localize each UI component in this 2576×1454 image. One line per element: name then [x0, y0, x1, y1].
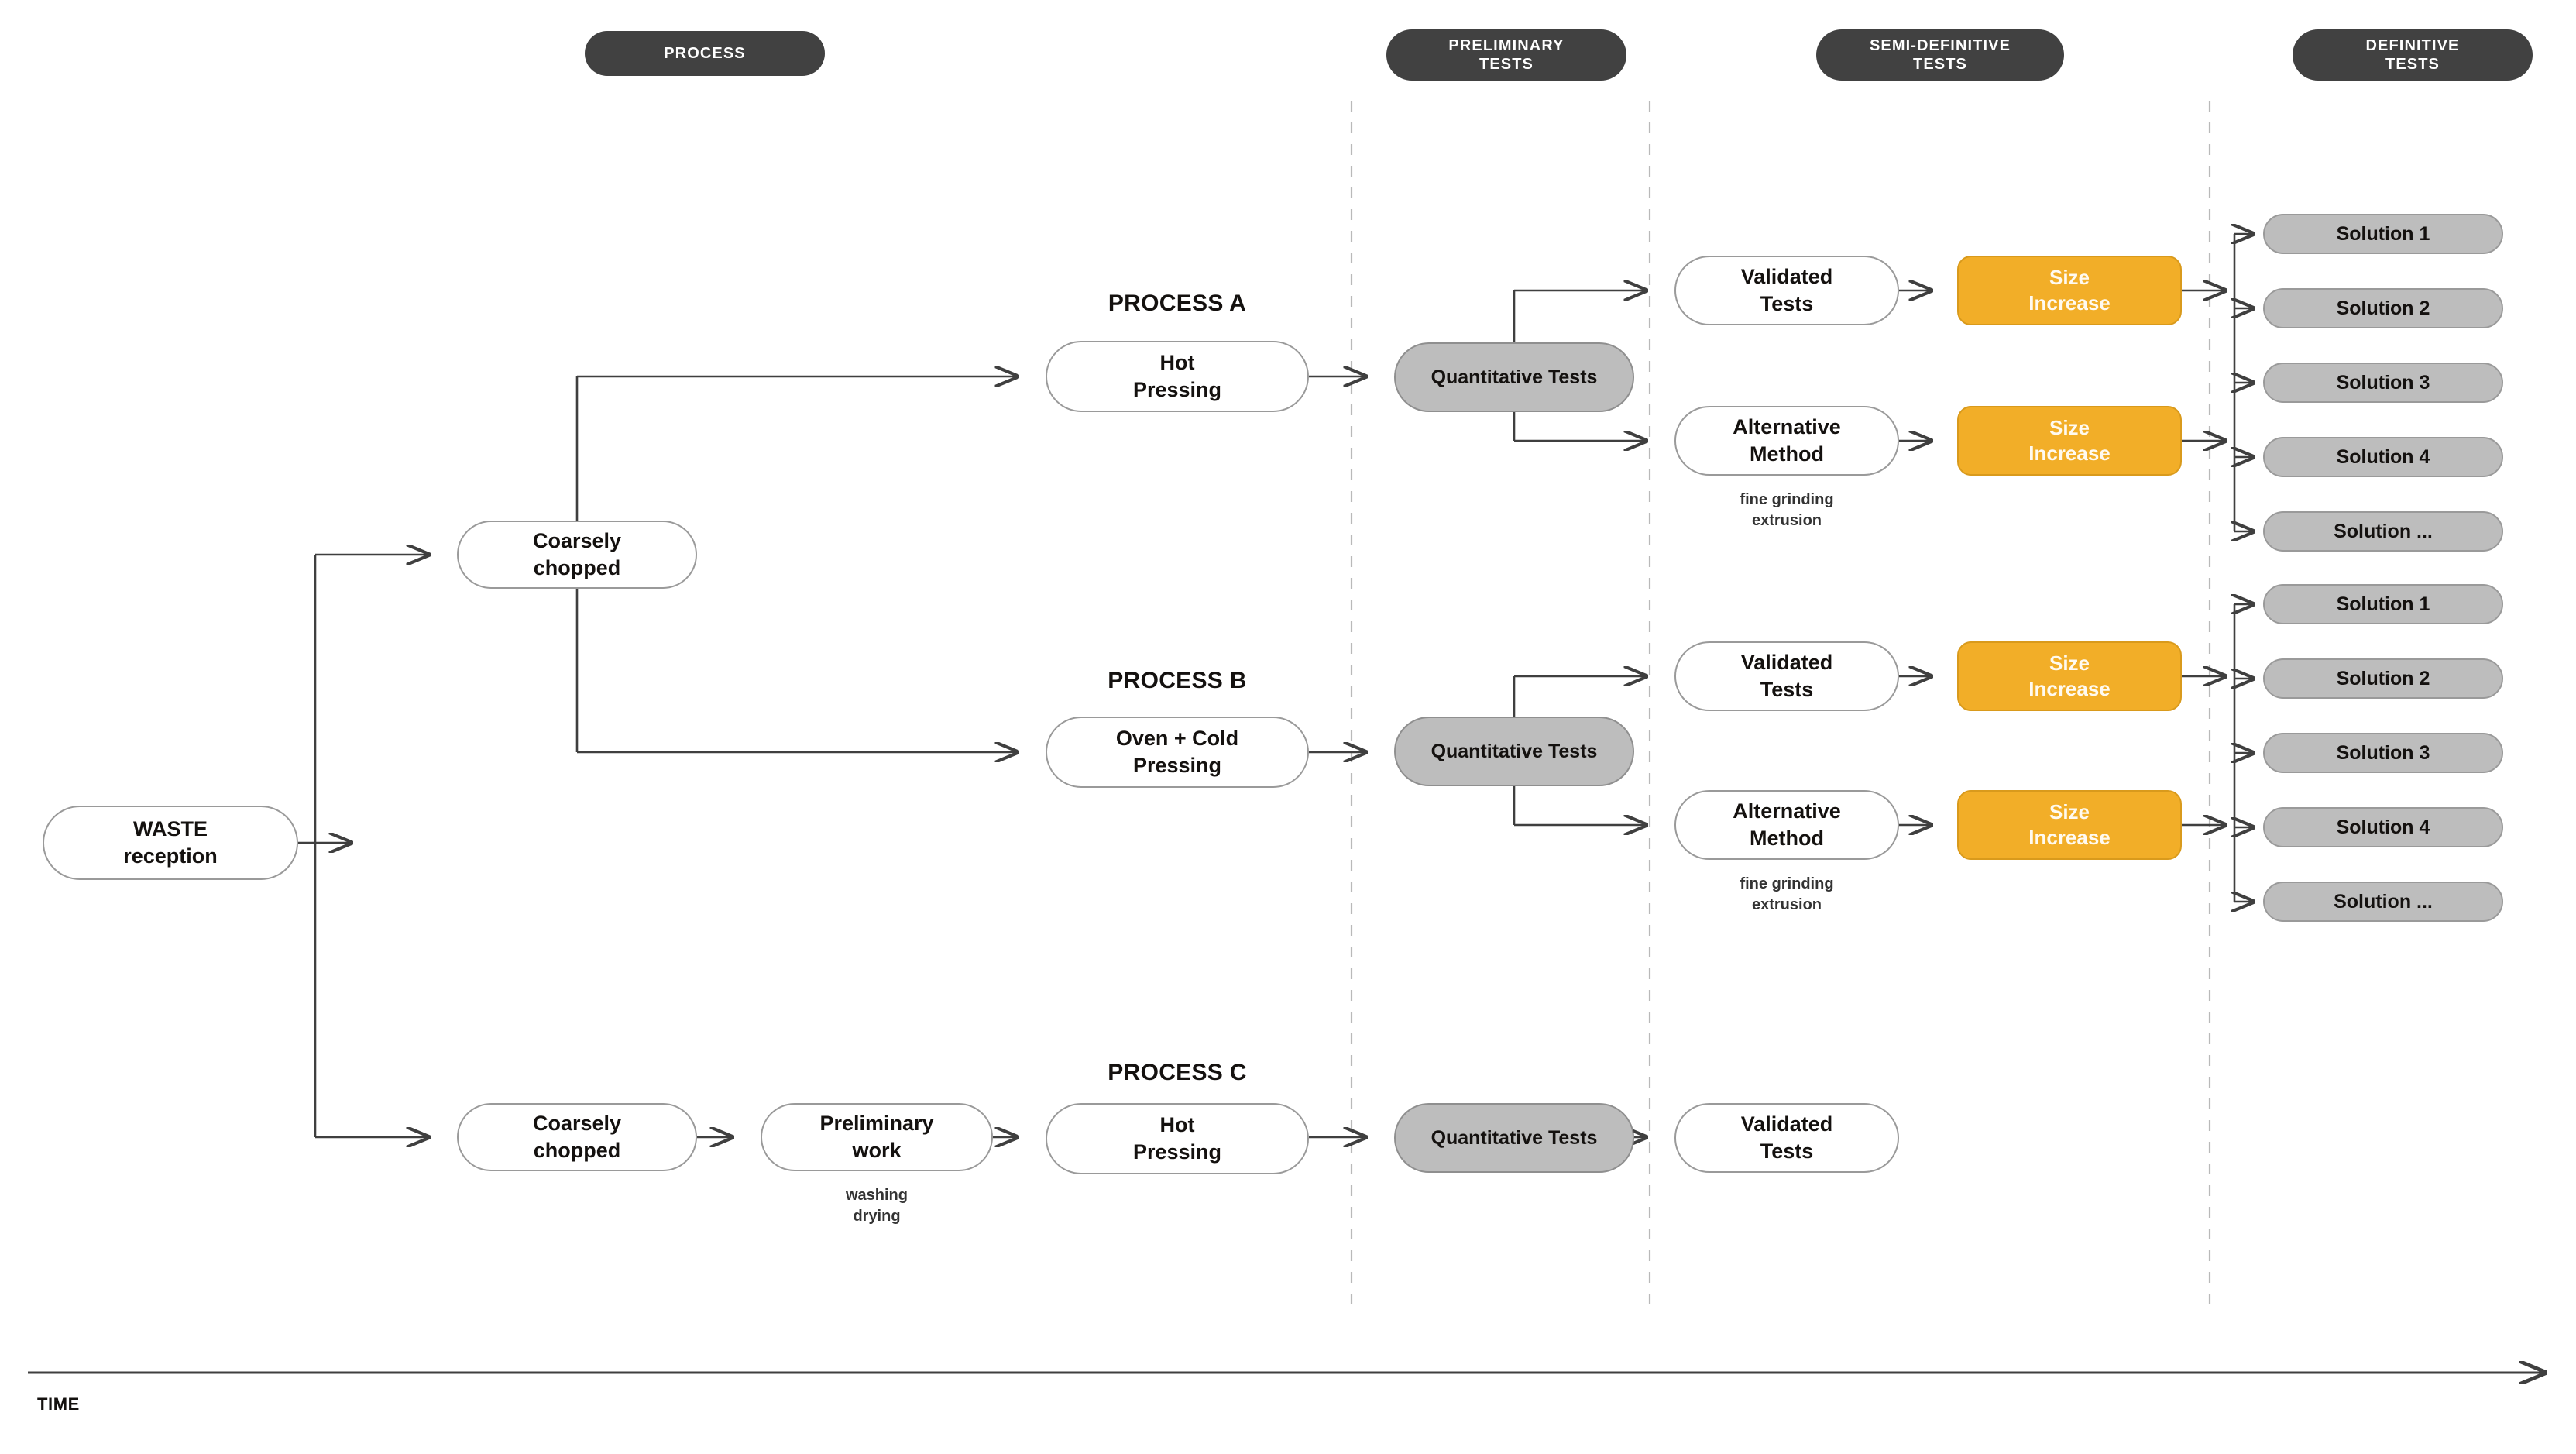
phase-header-process-label: PROCESS [664, 44, 746, 62]
process-c-title: PROCESS C [1022, 1060, 1332, 1086]
node-solution-b-1[interactable]: Solution 1 [2263, 584, 2503, 624]
node-quantitative-tests-a-label: Quantitative Tests [1431, 366, 1598, 388]
process-a-title-label: PROCESS A [1108, 290, 1247, 316]
node-solution-b-3[interactable]: Solution 3 [2263, 733, 2503, 773]
node-solution-a-4[interactable]: Solution 4 [2263, 437, 2503, 477]
node-solution-a-4-label: Solution 4 [2336, 446, 2430, 468]
node-quantitative-tests-c[interactable]: Quantitative Tests [1394, 1103, 1634, 1173]
node-quantitative-tests-b-label: Quantitative Tests [1431, 741, 1598, 762]
process-c-title-label: PROCESS C [1108, 1060, 1247, 1085]
node-solution-a-3-label: Solution 3 [2336, 372, 2430, 394]
node-solution-a-5[interactable]: Solution ... [2263, 511, 2503, 552]
phase-dividers [1350, 101, 2211, 1309]
node-solution-a-1[interactable]: Solution 1 [2263, 214, 2503, 254]
flow-connectors [298, 234, 2252, 1137]
node-solution-b-5[interactable]: Solution ... [2263, 882, 2503, 922]
node-solution-b-4-label: Solution 4 [2336, 816, 2430, 838]
node-solution-b-1-label: Solution 1 [2336, 593, 2430, 615]
node-solution-b-2-label: Solution 2 [2336, 668, 2430, 689]
node-solution-a-3[interactable]: Solution 3 [2263, 363, 2503, 403]
node-solution-a-2-label: Solution 2 [2336, 297, 2430, 319]
time-axis-label: TIME [37, 1394, 80, 1414]
node-solution-b-2[interactable]: Solution 2 [2263, 658, 2503, 699]
node-solution-a-1-label: Solution 1 [2336, 223, 2430, 245]
process-b-title-label: PROCESS B [1108, 668, 1247, 693]
time-axis-label-text: TIME [37, 1394, 80, 1414]
node-solution-b-5-label: Solution ... [2334, 891, 2433, 913]
node-quantitative-tests-b[interactable]: Quantitative Tests [1394, 717, 1634, 786]
node-quantitative-tests-c-label: Quantitative Tests [1431, 1127, 1598, 1149]
node-quantitative-tests-a[interactable]: Quantitative Tests [1394, 342, 1634, 412]
node-solution-a-5-label: Solution ... [2334, 521, 2433, 542]
node-solution-b-3-label: Solution 3 [2336, 742, 2430, 764]
phase-header-process[interactable]: PROCESS [585, 31, 825, 76]
process-b-title: PROCESS B [1022, 668, 1332, 694]
process-a-title: PROCESS A [1022, 290, 1332, 317]
node-solution-a-2[interactable]: Solution 2 [2263, 288, 2503, 328]
node-solution-b-4[interactable]: Solution 4 [2263, 807, 2503, 847]
